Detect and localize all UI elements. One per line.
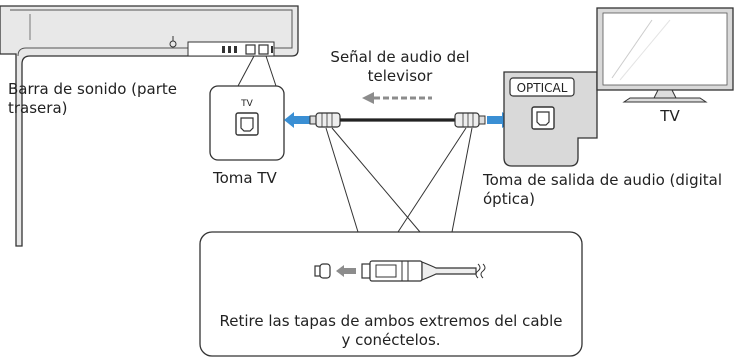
output-jack-label: Toma de salida de audio (digital óptica) [483, 171, 723, 208]
tv-jack-label: Toma TV [213, 169, 277, 187]
protective-cap [314, 263, 331, 279]
tv-port-label: OPTICAL [517, 81, 568, 95]
left-connect-arrow [284, 112, 310, 128]
tv-port-box: OPTICAL [503, 71, 598, 167]
optical-cable [309, 112, 486, 128]
tv-label: TV [660, 107, 680, 125]
instructions-text: Retire las tapas de ambos extremos del c… [219, 312, 563, 349]
detail-box [199, 231, 583, 357]
soundbar-port-label: TV [240, 99, 253, 109]
detail-callout-lines [325, 127, 473, 233]
signal-direction-arrow [362, 92, 432, 104]
remove-cap-arrow [336, 265, 356, 277]
signal-label: Señal de audio del televisor [330, 48, 470, 85]
cable-plug [361, 260, 486, 282]
soundbar [0, 5, 299, 247]
soundbar-port-box: TV [209, 85, 285, 161]
soundbar-label: Barra de sonido (parte trasera) [8, 80, 178, 117]
television [596, 7, 734, 103]
